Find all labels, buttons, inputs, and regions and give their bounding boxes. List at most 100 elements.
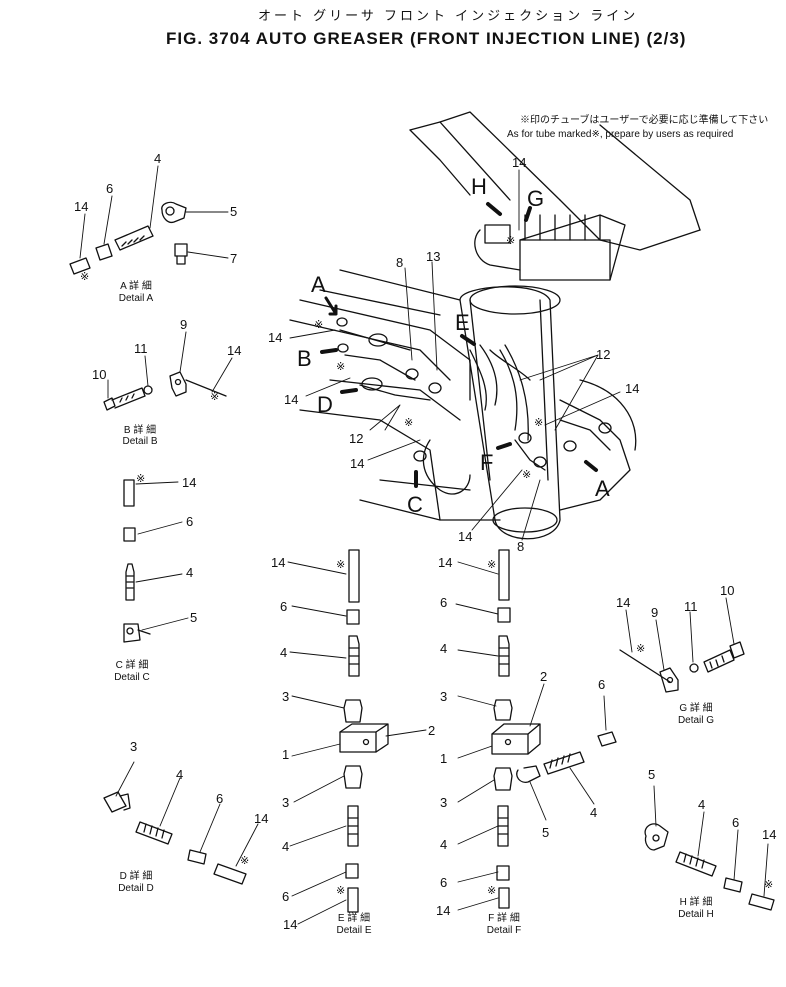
main-assembly	[289, 111, 701, 541]
main-asterisk-5: ※	[534, 417, 544, 429]
detail-e-part-14-top: 14	[271, 555, 286, 570]
figure-title: FIG. 3704 AUTO GREASER (FRONT INJECTION …	[166, 29, 687, 48]
view-label-d: D	[317, 392, 333, 417]
detail-f-parts	[455, 549, 617, 911]
detail-c-asterisk: ※	[136, 473, 146, 485]
detail-a-parts	[69, 165, 229, 275]
detail-e-part-14-bottom: 14	[283, 917, 298, 932]
detail-a-label: Detail A	[118, 293, 154, 304]
view-label-a-top: A	[311, 272, 326, 297]
detail-d-part-14: 14	[254, 811, 269, 826]
detail-f-part-6-bottom: 6	[440, 875, 448, 890]
detail-d-part-6: 6	[216, 791, 224, 806]
detail-f-part-14-top: 14	[438, 555, 453, 570]
detail-h-part-5: 5	[648, 767, 656, 782]
detail-d-parts	[103, 761, 259, 885]
detail-e-part-3-bottom: 3	[282, 795, 290, 810]
view-label-g: G	[527, 186, 545, 211]
main-part-14-bottom: 14	[458, 529, 473, 544]
detail-d-part-3: 3	[130, 739, 138, 754]
view-label-b: B	[297, 346, 312, 371]
main-part-14-a: 14	[268, 330, 283, 345]
main-asterisk-3: ※	[404, 417, 414, 429]
note-english: As for tube marked※, prepare by users as…	[507, 129, 734, 140]
view-label-c: C	[407, 492, 423, 517]
main-asterisk-4: ※	[506, 235, 516, 247]
detail-e-part-1: 1	[282, 747, 290, 762]
main-part-14-right: 14	[625, 381, 640, 396]
detail-e-part-6-bottom: 6	[282, 889, 290, 904]
detail-f-part-4-side: 4	[590, 805, 598, 820]
main-part-12-left: 12	[349, 431, 364, 446]
detail-a-part-7: 7	[230, 251, 238, 266]
detail-f-part-6-side: 6	[598, 677, 606, 692]
detail-a-part-6: 6	[106, 181, 114, 196]
detail-g-part-11: 11	[684, 599, 698, 614]
main-part-13: 13	[426, 249, 441, 264]
detail-h-parts	[644, 785, 775, 911]
detail-g-jp: G 詳 細	[679, 703, 713, 714]
main-part-14-d: 14	[284, 392, 299, 407]
view-label-f: F	[480, 450, 494, 475]
detail-d-part-4: 4	[176, 767, 184, 782]
detail-f-part-4-bottom: 4	[440, 837, 448, 852]
detail-g-parts	[619, 597, 745, 693]
detail-a-part-14: 14	[74, 199, 89, 214]
detail-f-part-1: 1	[440, 751, 448, 766]
main-part-14-top: 14	[512, 155, 527, 170]
detail-h-part-4: 4	[698, 797, 706, 812]
detail-g-asterisk: ※	[636, 643, 646, 655]
detail-b-part-9: 9	[180, 317, 188, 332]
detail-a-asterisk: ※	[80, 271, 90, 283]
detail-f-asterisk-top: ※	[487, 559, 497, 571]
detail-f-part-14-bottom: 14	[436, 903, 451, 918]
main-part-8-upper: 8	[396, 255, 404, 270]
note-japanese: ※印のチューブはユーザーで必要に応じ準備して下さい	[520, 115, 769, 126]
main-asterisk-2: ※	[336, 361, 346, 373]
detail-c-part-14: 14	[182, 475, 197, 490]
detail-a-part-5: 5	[230, 204, 238, 219]
detail-b-part-14: 14	[227, 343, 242, 358]
detail-c-label: Detail C	[114, 672, 150, 683]
detail-e-part-3-top: 3	[282, 689, 290, 704]
main-part-14-left: 14	[350, 456, 365, 471]
detail-h-part-6: 6	[732, 815, 740, 830]
detail-e-label: Detail E	[336, 925, 372, 936]
detail-d-asterisk: ※	[240, 855, 250, 867]
detail-f-part-2: 2	[540, 669, 548, 684]
detail-b-part-10: 10	[92, 367, 107, 382]
detail-g-part-14: 14	[616, 595, 631, 610]
detail-h-jp: H 詳 細	[679, 897, 713, 908]
japanese-title: オート グリーサ フロント インジェクション ライン	[258, 9, 639, 24]
detail-e-parts	[287, 549, 427, 925]
detail-f-part-3-top: 3	[440, 689, 448, 704]
detail-c-part-4: 4	[186, 565, 194, 580]
view-label-h: H	[471, 174, 487, 199]
detail-c-part-5: 5	[190, 610, 198, 625]
view-label-e: E	[455, 310, 470, 335]
detail-g-label: Detail G	[677, 715, 715, 726]
detail-e-part-4-top: 4	[280, 645, 288, 660]
detail-a-jp: A 詳 細	[120, 281, 152, 292]
detail-c-part-6: 6	[186, 514, 194, 529]
detail-e-asterisk-bottom: ※	[336, 885, 346, 897]
detail-e-part-2: 2	[428, 723, 436, 738]
detail-h-asterisk: ※	[764, 879, 774, 891]
view-label-a-right: A	[595, 476, 610, 501]
detail-f-part-5: 5	[542, 825, 550, 840]
detail-f-part-6-top: 6	[440, 595, 448, 610]
detail-b-part-11: 11	[134, 341, 148, 356]
detail-e-jp: E 詳 細	[337, 913, 371, 924]
detail-h-label: Detail H	[678, 909, 714, 920]
main-part-12-right: 12	[596, 347, 611, 362]
detail-b-label: Detail B	[122, 436, 158, 447]
detail-d-jp: D 詳 細	[119, 871, 153, 882]
detail-b-jp: B 詳 細	[123, 425, 157, 436]
detail-f-jp: F 詳 細	[488, 913, 520, 924]
detail-e-part-6-top: 6	[280, 599, 288, 614]
detail-b-asterisk: ※	[210, 391, 220, 403]
detail-a-part-4: 4	[154, 151, 162, 166]
detail-g-part-9: 9	[651, 605, 659, 620]
